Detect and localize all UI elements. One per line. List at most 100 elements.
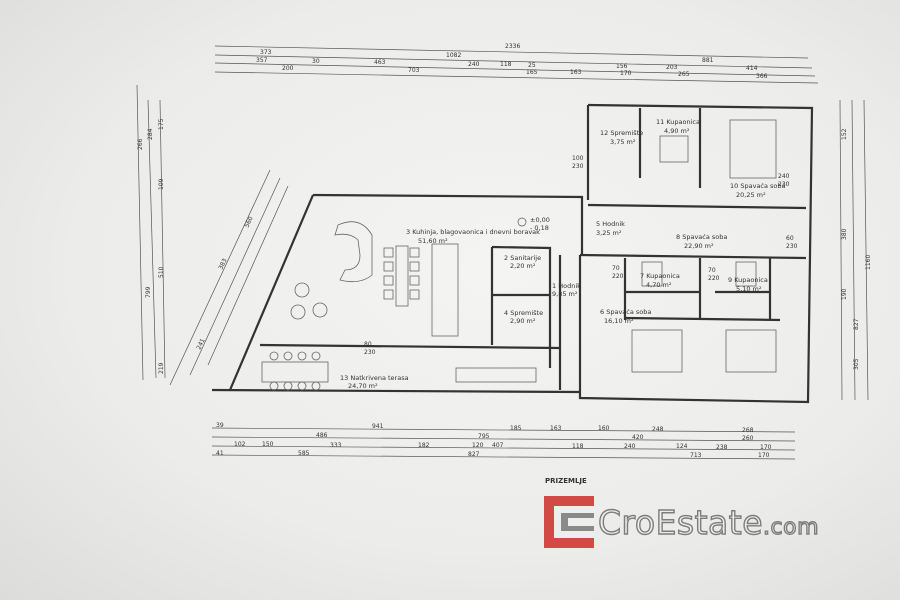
furniture (261, 119, 777, 391)
svg-text:11 Kupaonica: 11 Kupaonica (656, 118, 700, 126)
room-label-3: 3 Kuhinja, blagovaonica i dnevni boravak… (406, 228, 540, 245)
croestate-watermark (542, 494, 882, 550)
dim-bottom-1: 160 (598, 425, 610, 432)
dim-top-3: 366 (756, 73, 768, 80)
interior-dim: 80 (364, 341, 372, 348)
dim-bottom-1: 39 (216, 422, 224, 429)
dim-top-1c: 881 (702, 57, 714, 64)
dim-top-3: 200 (282, 65, 294, 72)
interior-dim: 230 (778, 181, 790, 188)
dim-top-2: 203 (666, 64, 678, 71)
dim-top-3: 265 (678, 71, 690, 78)
svg-text:51,60 m²: 51,60 m² (418, 237, 448, 245)
dim-bottom-4: 713 (690, 452, 702, 459)
room-label-8: 8 Spavaća soba 22,90 m² (676, 233, 727, 250)
interior-dim: 220 (612, 273, 624, 280)
svg-text:3 Kuhinja, blagovaonica i dnev: 3 Kuhinja, blagovaonica i dnevni boravak (406, 228, 540, 236)
room-label-4: 4 Spremište 2,90 m² (504, 309, 543, 325)
dim-right: 380 (841, 228, 848, 240)
interior-dim: 240 (778, 173, 790, 180)
svg-text:24,70 m²: 24,70 m² (348, 382, 378, 390)
dim-bottom-1: 163 (550, 425, 562, 432)
svg-text:10 Spavaća soba: 10 Spavaća soba (730, 182, 786, 190)
svg-text:2,20 m²: 2,20 m² (510, 262, 536, 270)
room-label-6: 6 Spavaća soba 16,10 m² (600, 308, 651, 325)
armchair-icon (312, 302, 328, 318)
dim-right: 305 (853, 358, 860, 370)
svg-text:4,70 m²: 4,70 m² (646, 281, 672, 289)
dim-bottom-3: 118 (572, 443, 584, 450)
svg-text:8 Spavaća soba: 8 Spavaća soba (676, 233, 727, 241)
dim-bottom-2: 420 (632, 434, 644, 441)
svg-text:4 Spremište: 4 Spremište (504, 309, 543, 317)
elevation-value: ±0,00 (530, 216, 550, 224)
room-label-7: 7 Kupaonica 4,70 m² (640, 272, 680, 289)
dim-top-3: 163 (570, 69, 582, 76)
bed-icon (729, 119, 777, 179)
dim-top-2: 156 (616, 63, 628, 70)
kitchen-island-icon (431, 243, 459, 337)
svg-text:3,75 m²: 3,75 m² (610, 138, 636, 146)
room-label-9: 9 Kupaonica 5,10 m² (728, 276, 768, 293)
dim-bottom-3: 170 (760, 444, 772, 451)
dim-top-2: 463 (374, 59, 386, 66)
dim-bottom-3: 102 (234, 441, 246, 448)
interior-dimensions: 100 230 240 230 60 230 70 220 70 220 80 … (364, 155, 798, 356)
dim-left-total: 799 (145, 286, 152, 298)
room-label-10: 10 Spavaća soba 20,25 m² (730, 182, 786, 199)
dim-bottom-4: 585 (298, 450, 310, 457)
dim-left: 175 (158, 118, 165, 130)
dim-top-2: 118 (500, 61, 512, 68)
svg-text:13 Natkrivena terasa: 13 Natkrivena terasa (340, 374, 409, 382)
dim-top-3: 170 (620, 70, 632, 77)
svg-text:12 Spremište: 12 Spremište (600, 129, 643, 137)
dim-top-2: 30 (312, 58, 320, 65)
armchair-icon (294, 282, 310, 298)
dim-bottom-3: 240 (624, 443, 636, 450)
watermark-brand: CroEstate (597, 502, 764, 542)
croestate-logo-icon (544, 496, 594, 548)
dim-top-2: 25 (528, 62, 536, 69)
dim-bottom-3: 120 (472, 442, 484, 449)
svg-text:6 Spavaća soba: 6 Spavaća soba (600, 308, 651, 316)
interior-dim: 230 (786, 243, 798, 250)
floor-label: PRIZEMLJE (545, 477, 587, 485)
svg-text:9,85 m²: 9,85 m² (552, 290, 578, 298)
svg-text:2,90 m²: 2,90 m² (510, 317, 536, 325)
room-labels: 3 Kuhinja, blagovaonica i dnevni boravak… (340, 118, 786, 390)
room-label-5: 5 Hodnik 3,25 m² (596, 220, 625, 237)
interior-dim: 230 (572, 163, 584, 170)
sofa-icon (334, 221, 373, 283)
dim-bottom-1: 185 (510, 425, 522, 432)
interior-dim: 220 (708, 275, 720, 282)
dim-top-3: 165 (526, 69, 538, 76)
svg-text:9 Kupaonica: 9 Kupaonica (728, 276, 768, 284)
dim-left: 219 (158, 362, 165, 374)
elevation-marker: ±0,00 - 0,18 (517, 216, 550, 232)
svg-text:5,10 m²: 5,10 m² (736, 285, 762, 293)
left-dimensions: 799 266 284 175 109 510 219 (136, 84, 166, 381)
room-label-11: 11 Kupaonica 4,90 m² (656, 118, 700, 135)
interior-dim: 60 (786, 235, 794, 242)
dim-top-2: 240 (468, 61, 480, 68)
dining-chairs-icon (383, 245, 420, 307)
terrace-table-icon (261, 351, 329, 391)
svg-text:1 Hodnik: 1 Hodnik (552, 282, 581, 290)
dim-bottom-2: 486 (316, 432, 328, 439)
bed-icon (631, 329, 683, 373)
dim-bottom-3: 407 (492, 442, 504, 449)
dim-right: 190 (841, 288, 848, 300)
dim-left: 109 (158, 178, 165, 190)
dim-top-3: 703 (408, 67, 420, 74)
watermark-suffix: .com (762, 514, 820, 540)
room-label-1: 1 Hodnik 9,85 m² (552, 282, 581, 298)
interior-dim: 230 (364, 349, 376, 356)
level-marker-icon (517, 217, 527, 227)
dim-right: 152 (841, 128, 848, 140)
dim-bottom-4: 41 (216, 450, 224, 457)
dim-bottom-3: 150 (262, 441, 274, 448)
room-label-13: 13 Natkrivena terasa 24,70 m² (340, 374, 409, 390)
svg-text:20,25 m²: 20,25 m² (736, 191, 766, 199)
